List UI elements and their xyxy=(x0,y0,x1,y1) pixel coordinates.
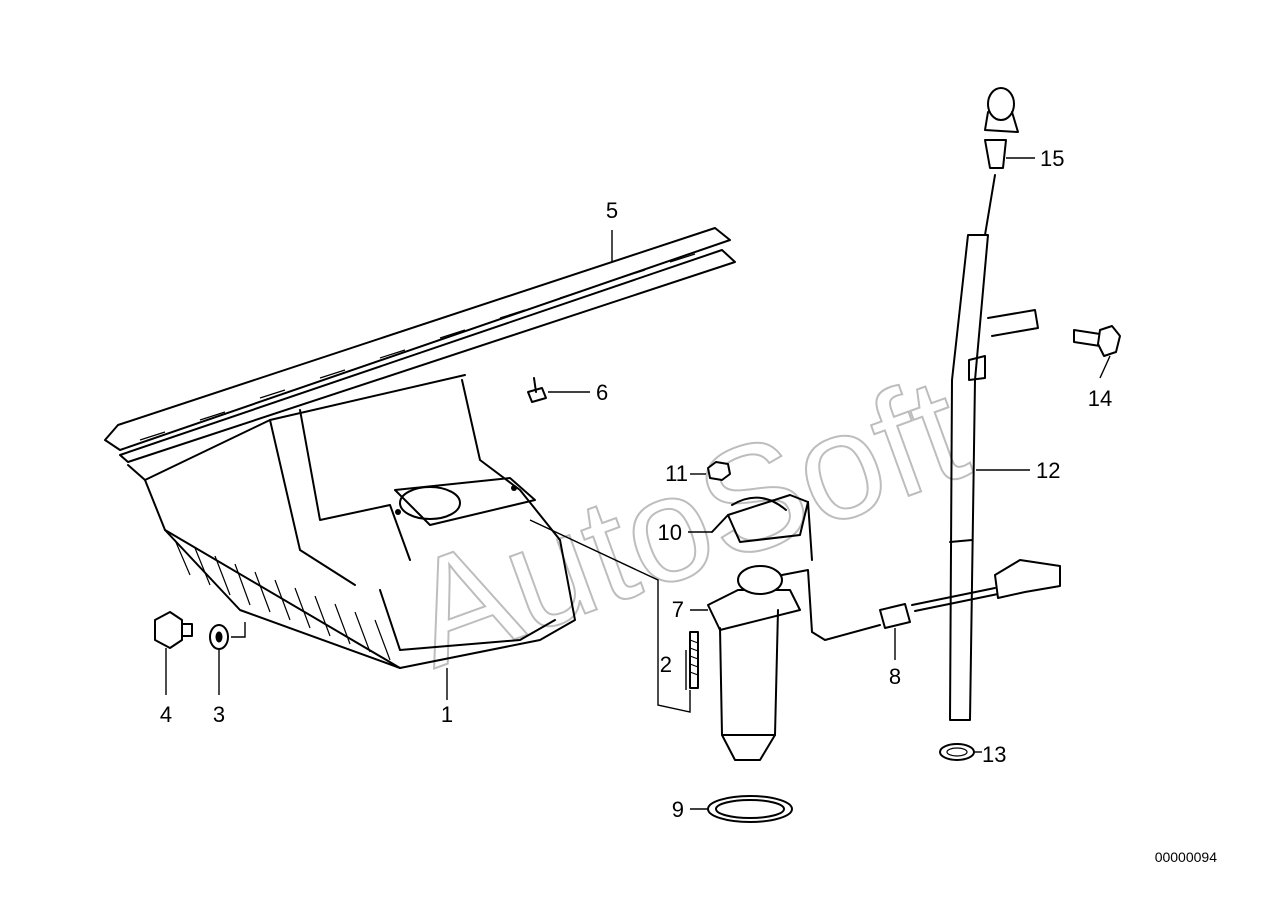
sensor-cable xyxy=(911,559,1061,612)
callout-11: 11 xyxy=(665,461,688,486)
drain-plug xyxy=(154,611,193,649)
oil-level-sensor xyxy=(707,565,881,761)
callout-10: 10 xyxy=(658,520,682,545)
o-ring-small xyxy=(939,743,975,761)
seal-washer xyxy=(209,624,229,650)
callout-7: 7 xyxy=(672,597,684,622)
dipstick-guide-tube xyxy=(949,234,1039,721)
callout-9: 9 xyxy=(672,797,684,822)
leader-lines xyxy=(165,157,1111,810)
tube-bolt xyxy=(1073,325,1121,357)
callout-2: 2 xyxy=(660,652,672,677)
sensor-cover xyxy=(711,494,813,561)
pan-bolt xyxy=(527,377,547,403)
diagram-reference-number: 00000094 xyxy=(1155,849,1218,865)
hex-nut xyxy=(707,461,731,481)
oil-pan xyxy=(127,374,576,669)
callout-3: 3 xyxy=(213,702,225,727)
callout-8: 8 xyxy=(889,664,901,689)
stud-bolt xyxy=(689,631,699,689)
callout-1: 1 xyxy=(441,702,453,727)
callout-14: 14 xyxy=(1088,386,1112,411)
sealing-ring xyxy=(707,795,793,823)
cable-sleeve xyxy=(879,603,911,629)
callout-6: 6 xyxy=(596,380,608,405)
callout-13: 13 xyxy=(982,742,1006,767)
callout-15: 15 xyxy=(1040,146,1064,171)
callout-12: 12 xyxy=(1036,458,1060,483)
watermark-text: AutoSoft xyxy=(387,344,985,699)
callout-4: 4 xyxy=(160,702,172,727)
callout-5: 5 xyxy=(606,198,618,223)
oil-pan-gasket xyxy=(104,227,736,463)
callout-labels: 1 2 3 4 5 6 7 8 9 10 11 12 13 14 15 xyxy=(160,146,1112,822)
dipstick xyxy=(984,87,1019,236)
